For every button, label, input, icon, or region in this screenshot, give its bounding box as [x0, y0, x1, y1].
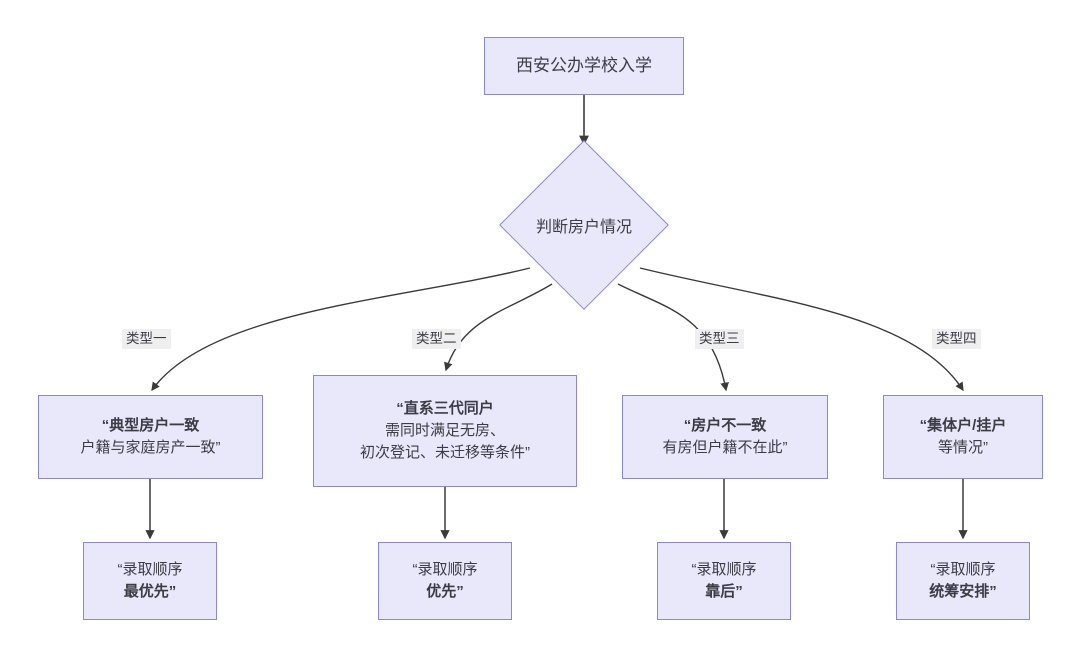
edge-label-type-4: 类型四	[932, 329, 981, 350]
node-category-2[interactable]: “直系三代同户 需同时满足无房、 初次登记、未迁移等条件”	[313, 375, 577, 487]
node-category-4-line-2: 等情况”	[938, 439, 988, 456]
edge-decision-to-category-2	[444, 283, 553, 372]
node-result-3-line-1: “录取顺序	[691, 560, 757, 578]
node-category-4-line-1: “集体户/挂户	[919, 416, 1007, 434]
node-result-2-line-2: 优先”	[426, 583, 464, 600]
node-result-2[interactable]: “录取顺序 优先”	[378, 542, 512, 620]
node-result-4-line-2: 统筹安排”	[929, 583, 997, 600]
node-start-label: 西安公办学校入学	[516, 56, 652, 76]
node-start[interactable]: 西安公办学校入学	[484, 37, 684, 95]
edge-decision-to-category-1	[151, 267, 531, 392]
node-result-1[interactable]: “录取顺序 最优先”	[83, 542, 217, 620]
edge-label-type-4-text: 类型四	[936, 331, 977, 346]
node-category-1-line-1: “典型房户一致	[101, 416, 200, 434]
node-category-2-line-2: 需同时满足无房、	[384, 421, 505, 439]
edge-label-type-2-text: 类型二	[416, 331, 457, 346]
node-category-3[interactable]: “房户不一致 有房但户籍不在此”	[622, 395, 828, 479]
node-category-1-line-2: 户籍与家庭房产一致”	[80, 439, 221, 456]
node-result-1-line-1: “录取顺序	[117, 560, 183, 578]
edge-label-type-3-text: 类型三	[699, 331, 740, 346]
edge-label-type-3: 类型三	[695, 329, 744, 350]
node-decision-label: 判断房户情况	[535, 219, 632, 236]
node-result-3[interactable]: “录取顺序 靠后”	[657, 542, 791, 620]
node-result-3-line-2: 靠后”	[705, 583, 743, 600]
node-category-2-line-3: 初次登记、未迁移等条件”	[360, 444, 530, 462]
node-category-2-line-1: “直系三代同户	[396, 399, 494, 417]
node-result-4[interactable]: “录取顺序 统筹安排”	[896, 542, 1030, 620]
edge-label-type-1: 类型一	[122, 329, 171, 350]
node-category-1[interactable]: “典型房户一致 户籍与家庭房产一致”	[38, 395, 263, 479]
node-result-4-line-1: “录取顺序	[930, 560, 996, 578]
node-category-4[interactable]: “集体户/挂户 等情况”	[883, 395, 1043, 479]
edge-label-type-2: 类型二	[412, 329, 461, 350]
edge-label-type-1-text: 类型一	[126, 331, 167, 346]
node-category-3-line-1: “房户不一致	[683, 416, 767, 434]
node-decision-label-wrap: 判断房户情况	[499, 205, 669, 245]
node-category-3-line-2: 有房但户籍不在此”	[662, 439, 788, 456]
node-result-1-line-2: 最优先”	[123, 583, 177, 600]
node-result-2-line-1: “录取顺序	[412, 560, 478, 578]
edge-decision-to-category-4	[639, 267, 964, 392]
